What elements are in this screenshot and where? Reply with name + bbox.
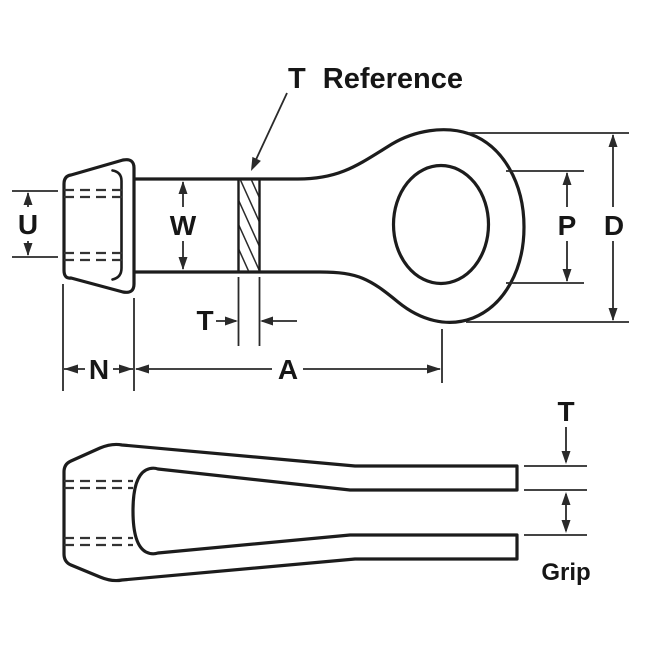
grip-label: Grip [541, 559, 590, 586]
side-profile-outline [62, 442, 519, 583]
side-wire-strand-dashes [64, 479, 133, 547]
barrel-lip [111, 169, 123, 281]
u-dimension: U [12, 190, 58, 258]
t-reference-callout: T Reference [251, 63, 463, 171]
t-dimension-top: T [196, 277, 297, 346]
t-reference-hatch [237, 180, 261, 271]
crimp-barrel-outline [62, 158, 136, 294]
t-reference-label: T Reference [288, 63, 463, 95]
wire-strand-dashes [64, 188, 122, 262]
w-dimension: W [168, 181, 198, 270]
n-dimension: N [62, 284, 135, 391]
top-view: T Reference U W [12, 63, 629, 391]
u-label: U [18, 209, 38, 240]
side-view: T Grip [62, 396, 591, 586]
a-label: A [278, 354, 298, 385]
p-dimension: P [506, 170, 584, 284]
t-top-label: T [196, 305, 213, 336]
w-label: W [170, 210, 197, 241]
ring-hole [391, 163, 491, 286]
a-dimension: A [135, 329, 443, 385]
d-dimension: D [466, 132, 629, 323]
leader-arrowhead [251, 156, 261, 171]
p-label: P [558, 210, 577, 241]
d-label: D [604, 210, 624, 241]
t-dimension-side: T [524, 396, 587, 491]
grip-dimension: Grip [524, 492, 591, 586]
t-side-label: T [557, 396, 574, 427]
n-label: N [89, 354, 109, 385]
